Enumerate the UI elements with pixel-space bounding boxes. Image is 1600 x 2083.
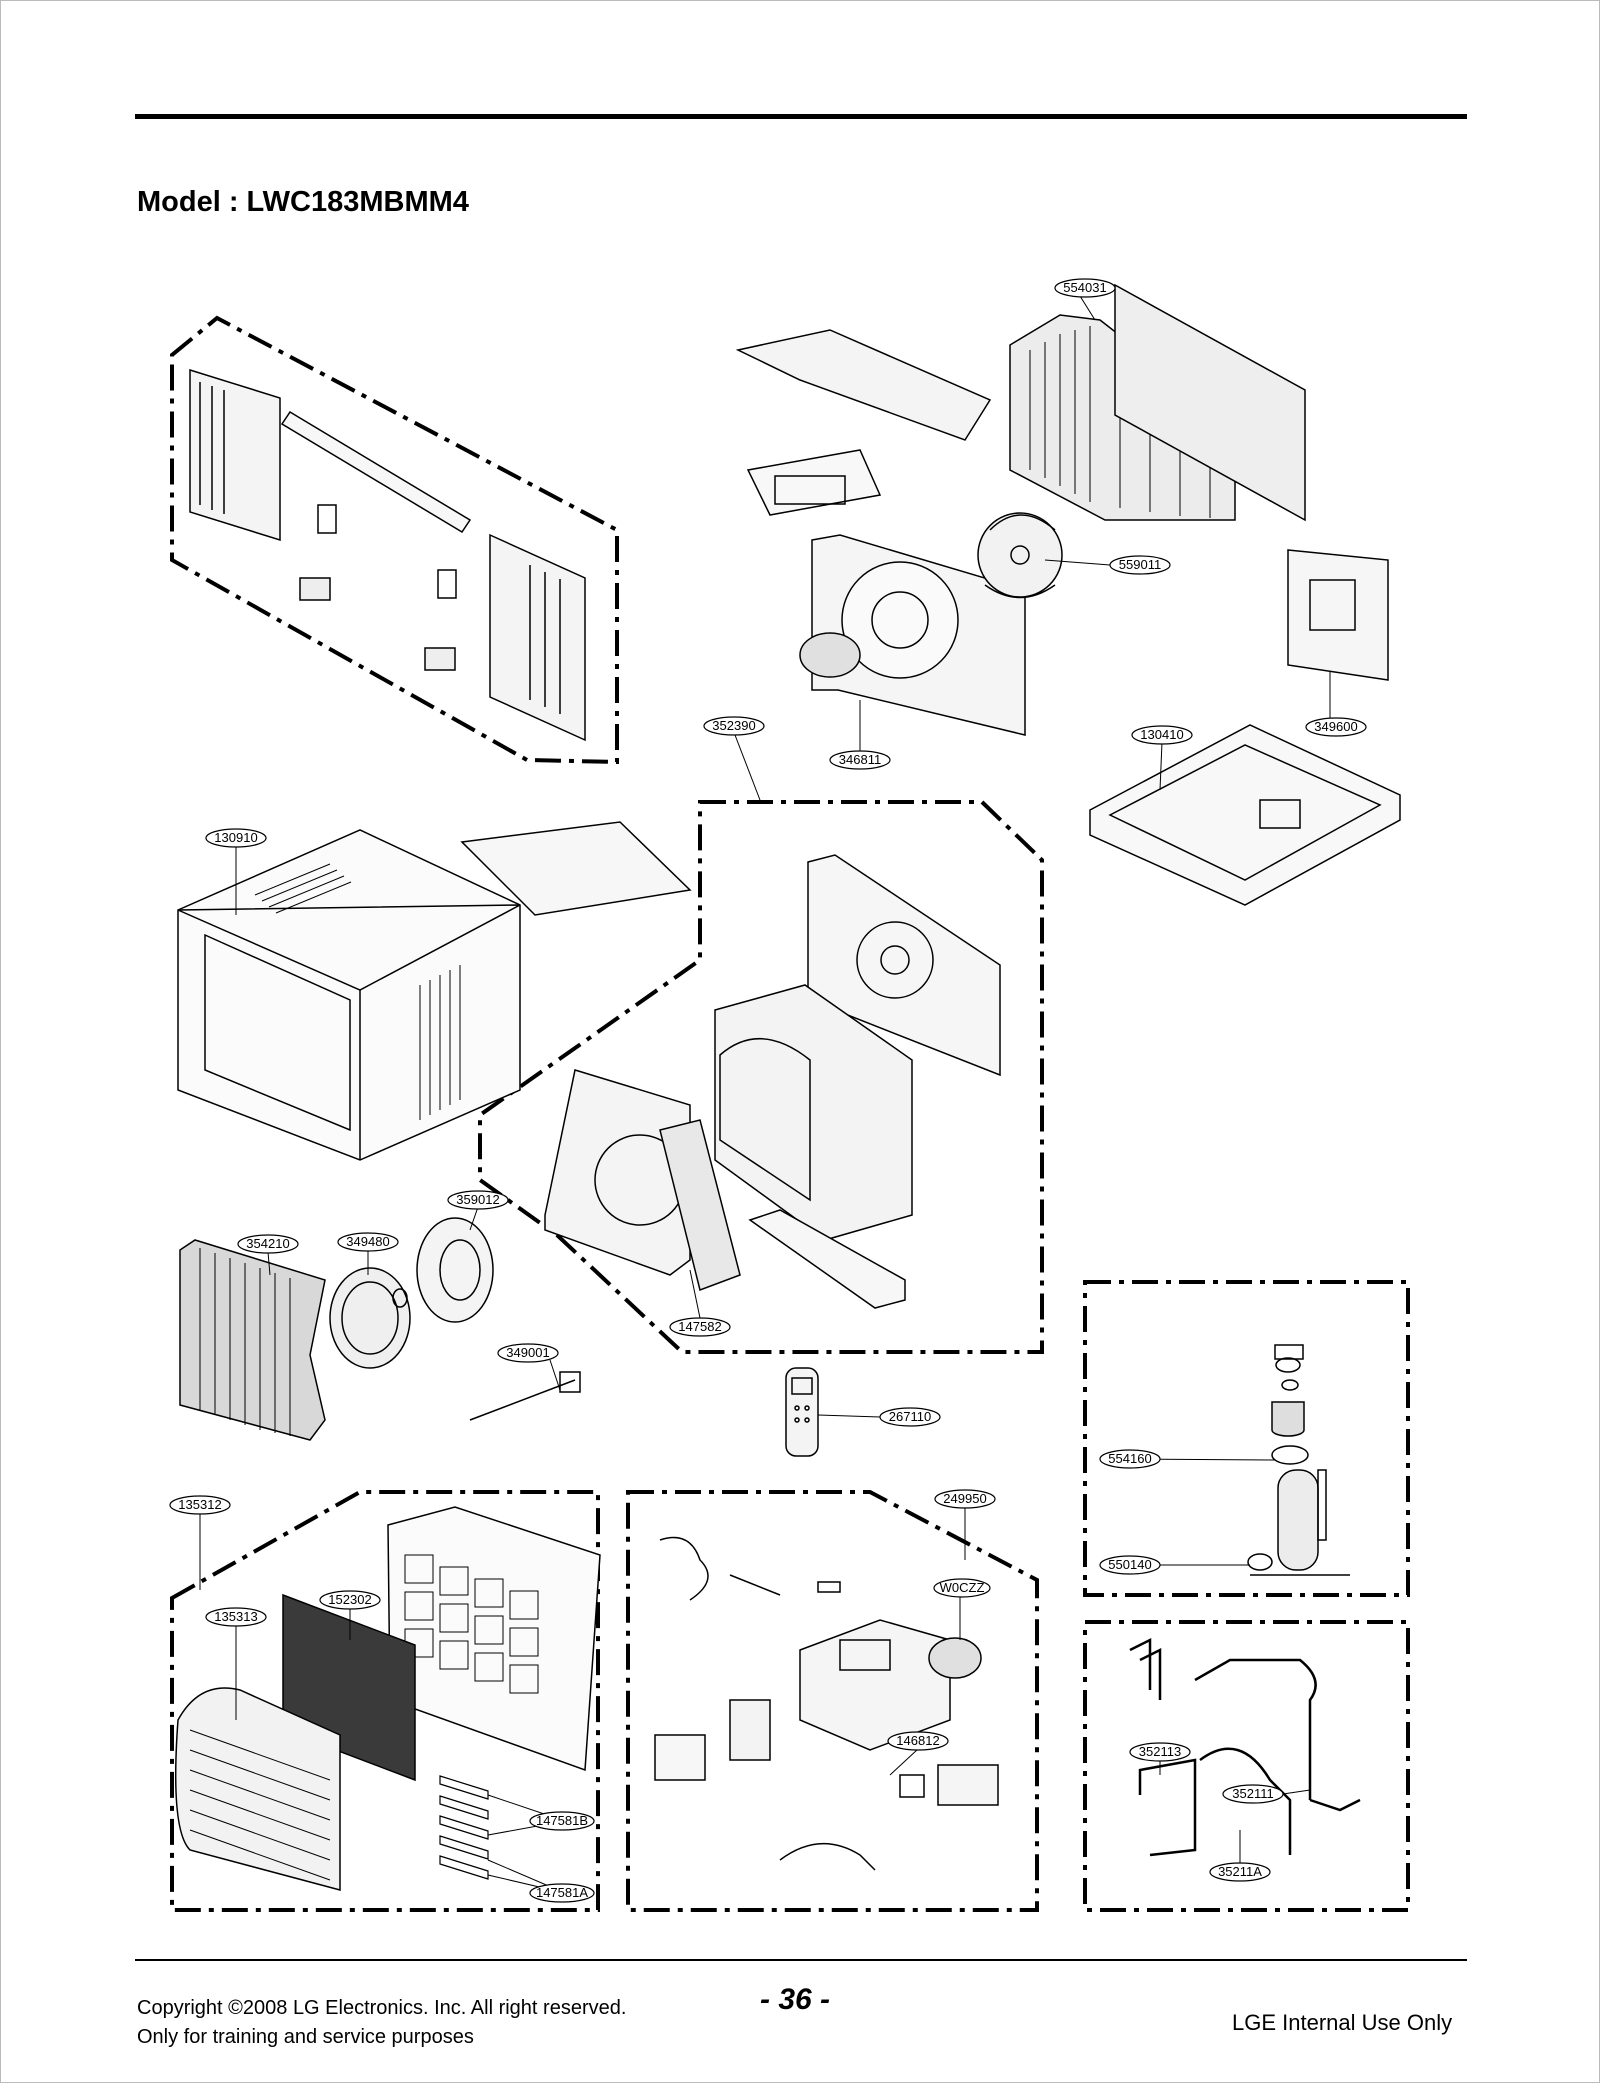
evaporator-section-parts xyxy=(179,1217,581,1441)
compressor-group-outline xyxy=(1083,1280,1410,1597)
callout-label-352111: 352111 xyxy=(1232,1786,1273,1801)
callout-152302: 152302 xyxy=(319,1590,381,1610)
callout-label-354210: 354210 xyxy=(246,1236,289,1251)
header-rule xyxy=(135,114,1467,119)
callout-554160: 554160 xyxy=(1099,1449,1161,1469)
front-grille-parts xyxy=(175,1506,601,1891)
callout-349001: 349001 xyxy=(497,1343,559,1363)
callout-550140: 550140 xyxy=(1099,1555,1161,1575)
callout-W0CZZ: W0CZZ xyxy=(933,1578,991,1598)
callout-label-346811: 346811 xyxy=(839,752,881,767)
fan-housing-group-outline xyxy=(478,800,1044,1354)
callout-label-349480: 349480 xyxy=(346,1234,389,1249)
callout-label-554160: 554160 xyxy=(1108,1451,1151,1466)
window-kit-parts xyxy=(189,368,586,742)
window-kit-group-outline xyxy=(170,315,619,765)
leader-lines xyxy=(199,287,1331,1894)
callout-147581B: 147581B xyxy=(529,1811,595,1831)
callout-352111: 352111 xyxy=(1222,1784,1284,1804)
electrical-group-outline xyxy=(626,1490,1039,1912)
base-pan-parts xyxy=(1089,724,1401,906)
callout-135312: 135312 xyxy=(169,1495,231,1515)
callout-352390: 352390 xyxy=(703,716,765,736)
electrical-parts xyxy=(654,1536,999,1871)
training-note: Only for training and service purposes xyxy=(137,2026,474,2048)
footer-left: Copyright ©2008 LG Electronics. Inc. All… xyxy=(137,1994,626,2052)
condenser-section-parts xyxy=(735,283,1389,736)
callout-label-130910: 130910 xyxy=(214,830,257,845)
compressor-parts xyxy=(1247,1344,1350,1576)
page-number: - 36 - xyxy=(760,1983,831,2016)
footer-rule xyxy=(135,1959,1467,1961)
callout-147581A: 147581A xyxy=(529,1883,595,1903)
callout-354210: 354210 xyxy=(237,1234,299,1254)
callout-130910: 130910 xyxy=(205,828,267,848)
callout-label-135313: 135313 xyxy=(214,1609,257,1624)
callout-label-349600: 349600 xyxy=(1314,719,1357,734)
callout-352113: 352113 xyxy=(1129,1742,1191,1762)
callout-35211A: 35211A xyxy=(1209,1862,1271,1882)
callout-349600: 349600 xyxy=(1305,717,1367,737)
callout-label-147582: 147582 xyxy=(678,1319,721,1334)
shroud-parts xyxy=(544,854,1001,1309)
callout-label-359012: 359012 xyxy=(456,1192,499,1207)
callout-label-550140: 550140 xyxy=(1108,1557,1151,1572)
callout-label-249950: 249950 xyxy=(943,1491,986,1506)
model-title: Model : LWC183MBMM4 xyxy=(137,186,469,218)
cabinet-parts xyxy=(177,821,692,1161)
callout-label-152302: 152302 xyxy=(328,1592,371,1607)
callout-label-559011: 559011 xyxy=(1119,557,1161,572)
part-callouts: 554031 559011 349600 352390 346811 13041… xyxy=(169,278,1367,1903)
callout-label-352113: 352113 xyxy=(1139,1744,1181,1759)
callout-146812: 146812 xyxy=(887,1731,949,1751)
copyright-text: Copyright ©2008 LG Electronics. Inc. All… xyxy=(137,1997,627,2019)
callout-label-146812: 146812 xyxy=(896,1733,939,1748)
callout-135313: 135313 xyxy=(205,1607,267,1627)
callout-267110: 267110 xyxy=(879,1407,941,1427)
callout-559011: 559011 xyxy=(1109,555,1171,575)
piping-parts xyxy=(1129,1637,1361,1857)
callout-label-147581B: 147581B xyxy=(536,1813,588,1828)
grille-group-outline xyxy=(170,1490,600,1912)
callout-249950: 249950 xyxy=(934,1489,996,1509)
callout-label-35211A: 35211A xyxy=(1218,1864,1262,1879)
callout-359012: 359012 xyxy=(447,1190,509,1210)
callout-label-147581A: 147581A xyxy=(536,1885,588,1900)
piping-group-outline xyxy=(1083,1620,1410,1912)
callout-130410: 130410 xyxy=(1131,725,1193,745)
callout-label-349001: 349001 xyxy=(506,1345,549,1360)
callout-346811: 346811 xyxy=(829,750,891,770)
remote-parts xyxy=(785,1367,819,1457)
callout-label-352390: 352390 xyxy=(712,718,755,733)
callout-554031: 554031 xyxy=(1054,278,1116,298)
callout-147582: 147582 xyxy=(669,1317,731,1337)
callout-label-135312: 135312 xyxy=(178,1497,221,1512)
internal-use-note: LGE Internal Use Only xyxy=(1232,2010,1453,2035)
callout-label-W0CZZ: W0CZZ xyxy=(940,1580,985,1595)
callout-label-130410: 130410 xyxy=(1140,727,1183,742)
callout-label-554031: 554031 xyxy=(1063,280,1106,295)
callout-label-267110: 267110 xyxy=(889,1409,931,1424)
callout-349480: 349480 xyxy=(337,1232,399,1252)
